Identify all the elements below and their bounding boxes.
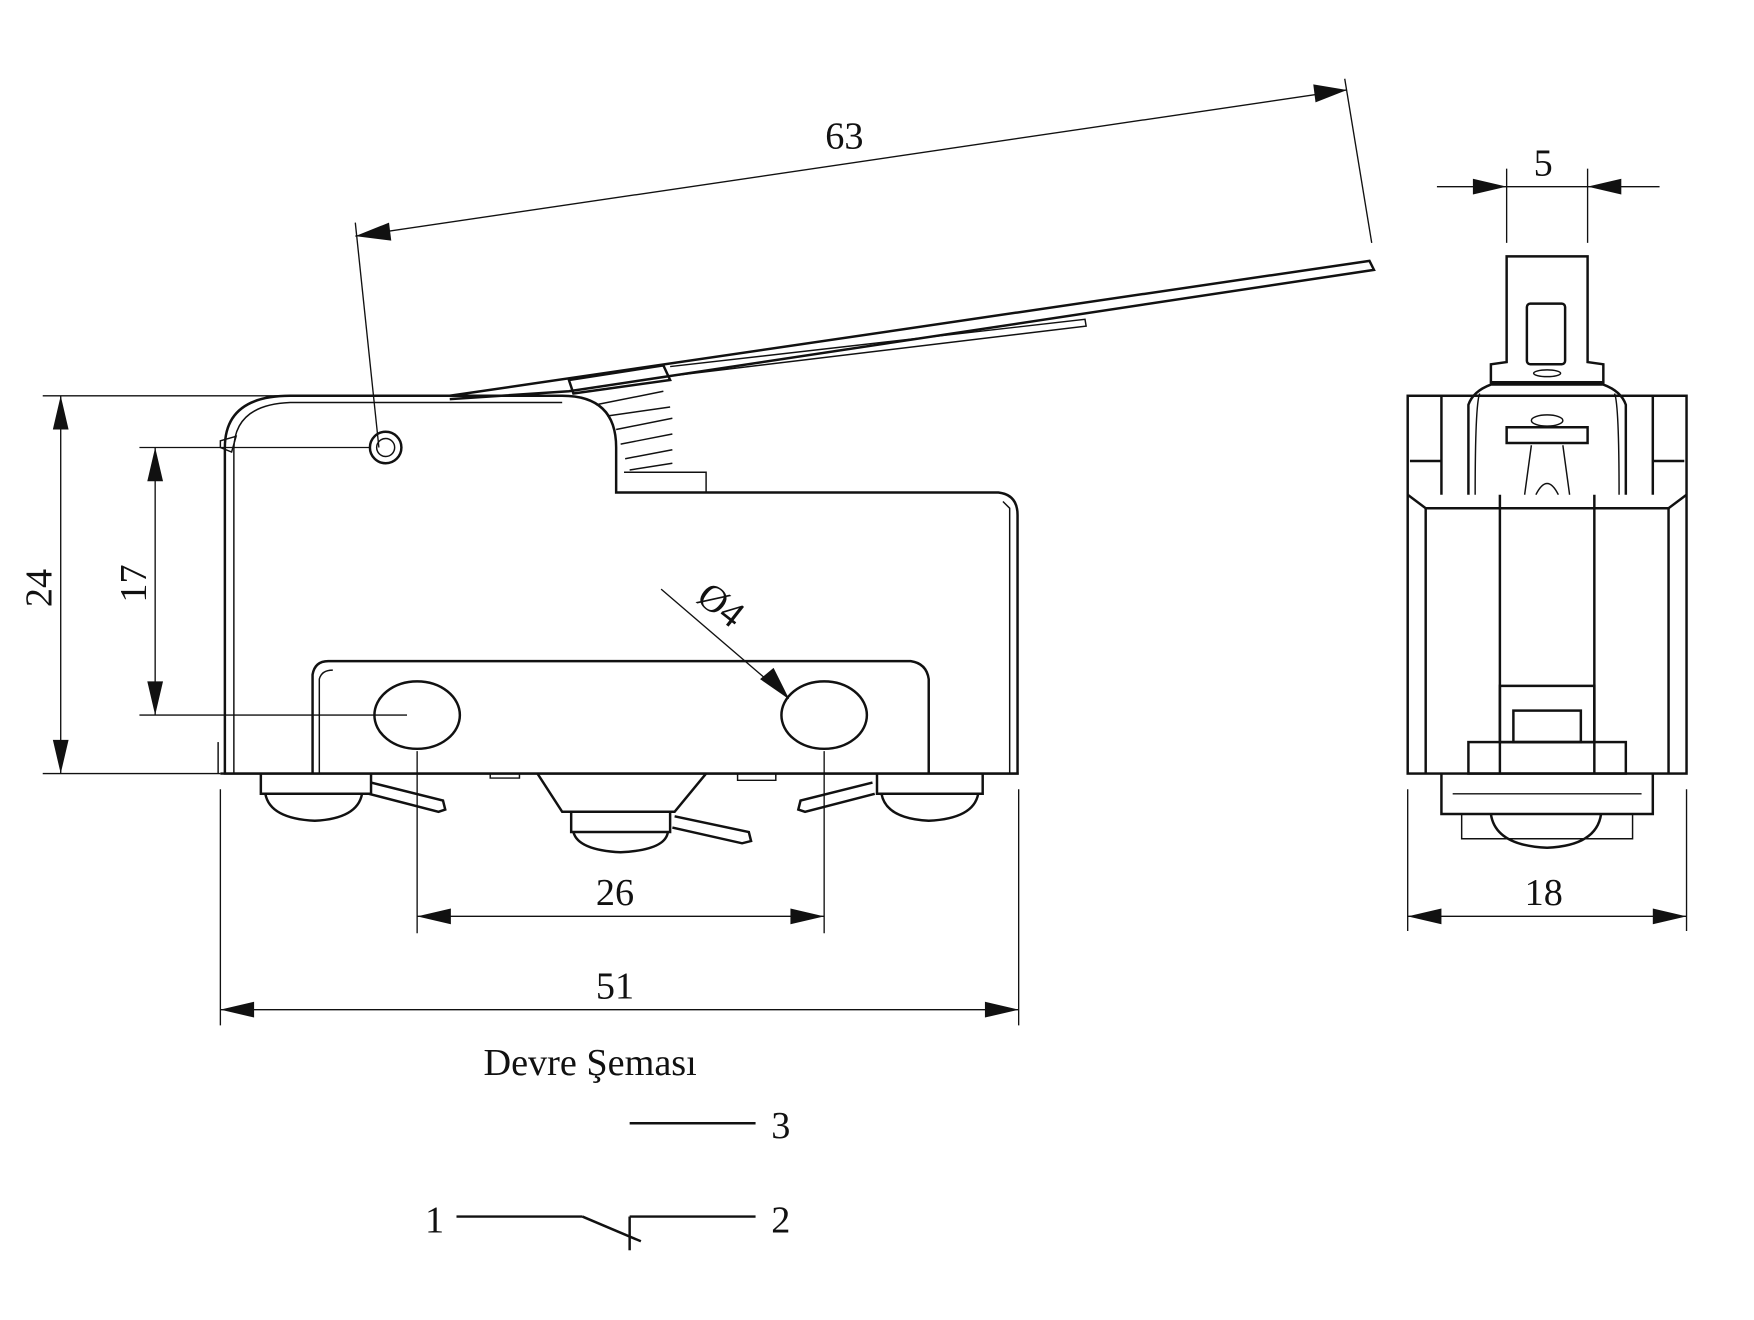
circuit-title: Devre Şeması (483, 1042, 696, 1084)
dimensions-side: 63 24 17 Ø4 26 51 (19, 78, 1373, 1026)
terminals (259, 772, 984, 854)
dim-vertical-hole-spacing: 17 (113, 564, 155, 602)
dim-lever-length: 63 (825, 115, 863, 157)
dim-overall-length: 51 (596, 965, 634, 1007)
dim-horizontal-hole-spacing: 26 (596, 872, 634, 914)
dim-plunger-width: 5 (1534, 142, 1553, 184)
terminal-label-3: 3 (771, 1105, 790, 1147)
terminal-label-1: 1 (425, 1199, 444, 1241)
dimensions-front: 5 18 (1407, 142, 1688, 931)
dim-hole-diameter: Ø4 (689, 574, 752, 636)
pivot-hole (368, 430, 403, 465)
mount-hole-right (780, 680, 869, 751)
spring (595, 390, 707, 494)
terminal-label-2: 2 (771, 1199, 790, 1241)
dim-overall-height: 24 (19, 569, 61, 607)
circuit-diagram: Devre Şeması 3 1 2 (425, 1042, 790, 1251)
lever-arm (449, 259, 1376, 401)
mounting-plate (311, 659, 930, 774)
front-view (1406, 255, 1688, 850)
side-view (217, 259, 1376, 854)
switch-body (223, 394, 1019, 775)
dim-overall-width: 18 (1525, 872, 1563, 914)
